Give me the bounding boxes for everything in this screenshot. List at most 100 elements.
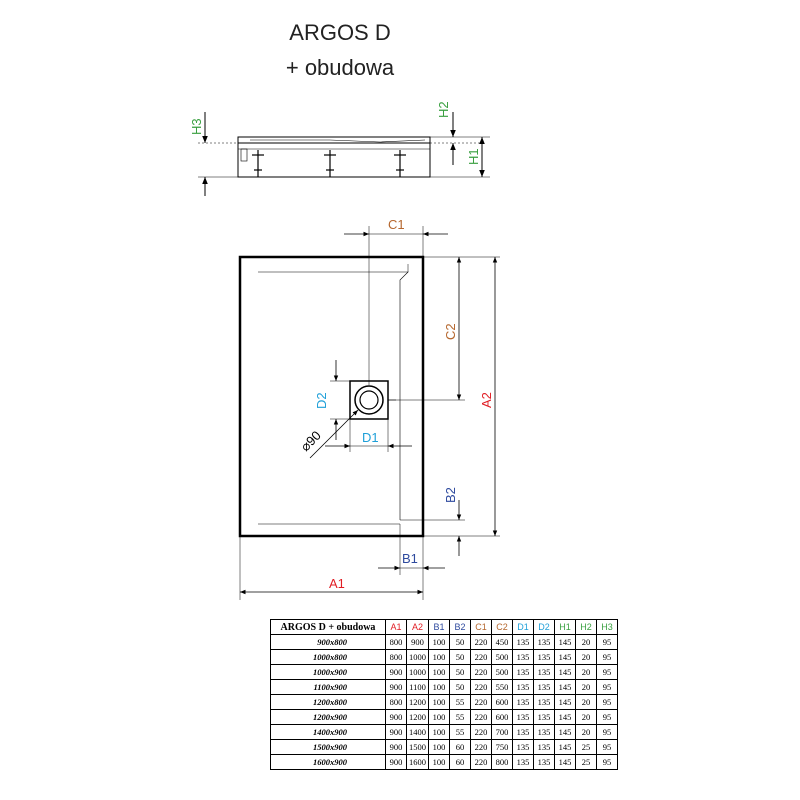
table-header-d2: D2	[533, 619, 555, 635]
table-cell: 55	[449, 724, 471, 740]
table-cell: 800	[385, 649, 407, 665]
table-cell: 900	[385, 709, 407, 725]
table-cell-model: 1200x800	[270, 694, 386, 710]
table-cell: 135	[512, 709, 534, 725]
table-cell-model: 1500x900	[270, 739, 386, 755]
table-cell: 100	[428, 709, 450, 725]
table-cell: 1200	[406, 694, 429, 710]
table-cell-model: 1400x900	[270, 724, 386, 740]
table-cell: 135	[533, 754, 555, 770]
table-cell: 55	[449, 694, 471, 710]
table-header-h2: H2	[575, 619, 597, 635]
table-cell: 145	[554, 724, 576, 740]
table-cell: 220	[470, 754, 492, 770]
table-cell: 20	[575, 649, 597, 665]
table-cell: 95	[596, 694, 618, 710]
dim-label-a1: A1	[329, 576, 345, 591]
table-cell: 220	[470, 739, 492, 755]
table-cell: 700	[491, 724, 513, 740]
table-cell: 900	[385, 679, 407, 695]
table-cell: 145	[554, 634, 576, 650]
table-cell: 20	[575, 724, 597, 740]
table-cell: 220	[470, 709, 492, 725]
leg-screw-right	[394, 150, 406, 177]
table-cell: 220	[470, 664, 492, 680]
table-cell-model: 1100x900	[270, 679, 386, 695]
side-view	[198, 112, 490, 196]
dim-label-h2: H2	[436, 101, 451, 118]
table-cell: 220	[470, 649, 492, 665]
table-cell-model: 1600x900	[270, 754, 386, 770]
table-cell: 135	[533, 634, 555, 650]
table-cell: 1200	[406, 709, 429, 725]
table-cell: 135	[512, 694, 534, 710]
table-cell: 135	[533, 694, 555, 710]
table-cell: 50	[449, 649, 471, 665]
table-cell: 900	[385, 739, 407, 755]
table-cell: 135	[533, 679, 555, 695]
table-cell: 145	[554, 754, 576, 770]
drain-inner-icon	[359, 390, 379, 410]
table-cell: 600	[491, 709, 513, 725]
table-cell: 50	[449, 679, 471, 695]
table-cell: 220	[470, 694, 492, 710]
table-cell: 100	[428, 694, 450, 710]
table-cell: 145	[554, 679, 576, 695]
table-header-b2: B2	[449, 619, 471, 635]
table-cell: 145	[554, 664, 576, 680]
top-view	[238, 226, 500, 600]
table-cell: 900	[406, 634, 429, 650]
table-cell: 135	[512, 754, 534, 770]
table-header-row: ARGOS D + obudowa A1 A2 B1 B2 C1 C2 D1 D…	[270, 619, 618, 635]
table-header-c2: C2	[491, 619, 513, 635]
table-cell-model: 1000x900	[270, 664, 386, 680]
table-cell-model: 1000x800	[270, 649, 386, 665]
table-header-c1: C1	[470, 619, 492, 635]
table-cell: 95	[596, 709, 618, 725]
dim-label-h1: H1	[466, 148, 481, 165]
table-cell: 145	[554, 649, 576, 665]
table-cell: 55	[449, 709, 471, 725]
table-cell: 135	[533, 709, 555, 725]
dim-label-h3: H3	[189, 118, 204, 135]
table-cell: 100	[428, 724, 450, 740]
table-cell: 145	[554, 694, 576, 710]
table-cell: 135	[533, 724, 555, 740]
table-cell: 135	[512, 724, 534, 740]
table-cell: 95	[596, 664, 618, 680]
table-cell: 60	[449, 739, 471, 755]
table-cell: 135	[512, 634, 534, 650]
table-cell: 220	[470, 634, 492, 650]
table-cell: 95	[596, 724, 618, 740]
table-cell: 135	[533, 739, 555, 755]
table-cell: 135	[512, 664, 534, 680]
dim-label-b1: B1	[402, 551, 418, 566]
table-cell: 100	[428, 739, 450, 755]
table-cell: 50	[449, 634, 471, 650]
dim-label-d2: D2	[314, 392, 329, 409]
table-cell: 800	[385, 694, 407, 710]
table-cell: 900	[385, 664, 407, 680]
table-cell: 95	[596, 739, 618, 755]
leg-screw-middle	[324, 150, 336, 177]
table-cell: 25	[575, 739, 597, 755]
table-cell: 220	[470, 679, 492, 695]
table-cell-model: 1200x900	[270, 709, 386, 725]
table-cell: 135	[512, 679, 534, 695]
table-cell: 95	[596, 754, 618, 770]
table-cell: 145	[554, 739, 576, 755]
table-cell: 750	[491, 739, 513, 755]
table-header-d1: D1	[512, 619, 534, 635]
table-header-b1: B1	[428, 619, 450, 635]
table-cell: 100	[428, 634, 450, 650]
table-cell: 1500	[406, 739, 429, 755]
dimension-table: ARGOS D + obudowa A1 A2 B1 B2 C1 C2 D1 D…	[270, 619, 618, 770]
